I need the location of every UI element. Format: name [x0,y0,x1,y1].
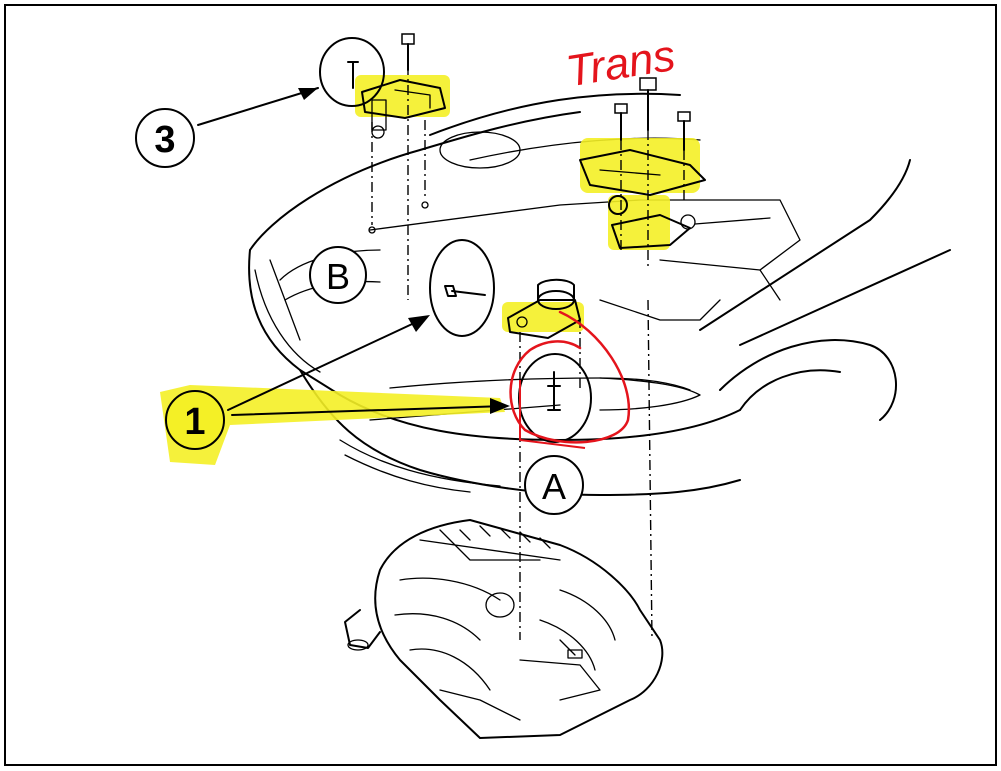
engine-block [344,519,664,739]
trans-mount-assembly [579,77,771,641]
letter-a: A [524,455,584,515]
callout-3-label: 3 [154,119,175,161]
circled-bolt-3 [319,37,385,107]
callout-1: 1 [165,390,225,450]
vehicle-body [248,92,951,496]
center-engine-mount [507,278,581,640]
letter-b-label: B [326,256,350,297]
circled-bolt-1-upper [429,239,495,337]
bolt-icon [677,111,691,151]
callout-3: 3 [135,108,195,168]
red-circle-annotation [509,310,631,449]
letter-a-label: A [542,466,566,507]
leader-arrows [197,87,510,416]
bolt-icon [614,103,628,141]
bolt-icon [401,33,415,71]
left-mount-bracket [361,33,446,300]
letter-b: B [309,246,367,304]
callout-1-label: 1 [184,401,205,443]
bolt-icon [639,77,657,131]
